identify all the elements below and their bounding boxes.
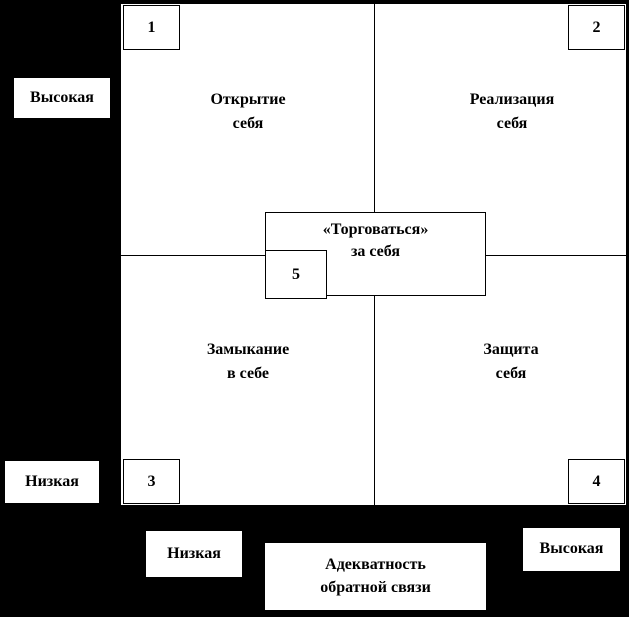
quadrant-4-number-box: 4 <box>568 459 625 504</box>
x-axis-title: Адекватность обратной связи <box>265 543 486 610</box>
x-axis-low-label: Низкая <box>146 531 242 577</box>
quadrant-1-number-box: 1 <box>123 5 180 50</box>
x-axis-high-label: Высокая <box>523 528 620 571</box>
matrix-grid: Открытие себя Реализация себя Замыкание … <box>120 3 627 506</box>
center-number-box: 5 <box>265 250 327 299</box>
quadrant-2-label: Реализация себя <box>469 91 555 132</box>
quadrant-2-number: 2 <box>592 18 601 36</box>
quadrant-2-number-box: 2 <box>568 5 625 50</box>
center-label: «Торговаться» за себя <box>322 221 429 261</box>
y-axis-low-label: Низкая <box>5 461 99 503</box>
quadrant-3-label: Замыкание в себе <box>206 341 290 382</box>
center-number: 5 <box>292 265 300 283</box>
quadrant-3-number: 3 <box>147 472 156 490</box>
quadrant-4-label: Защита себя <box>483 341 539 382</box>
y-axis-high-label: Высокая <box>14 78 110 118</box>
quadrant-4-number: 4 <box>592 472 601 490</box>
quadrant-1-number: 1 <box>147 18 156 36</box>
quadrant-3-number-box: 3 <box>123 459 180 504</box>
quadrant-1-label: Открытие себя <box>210 91 286 132</box>
